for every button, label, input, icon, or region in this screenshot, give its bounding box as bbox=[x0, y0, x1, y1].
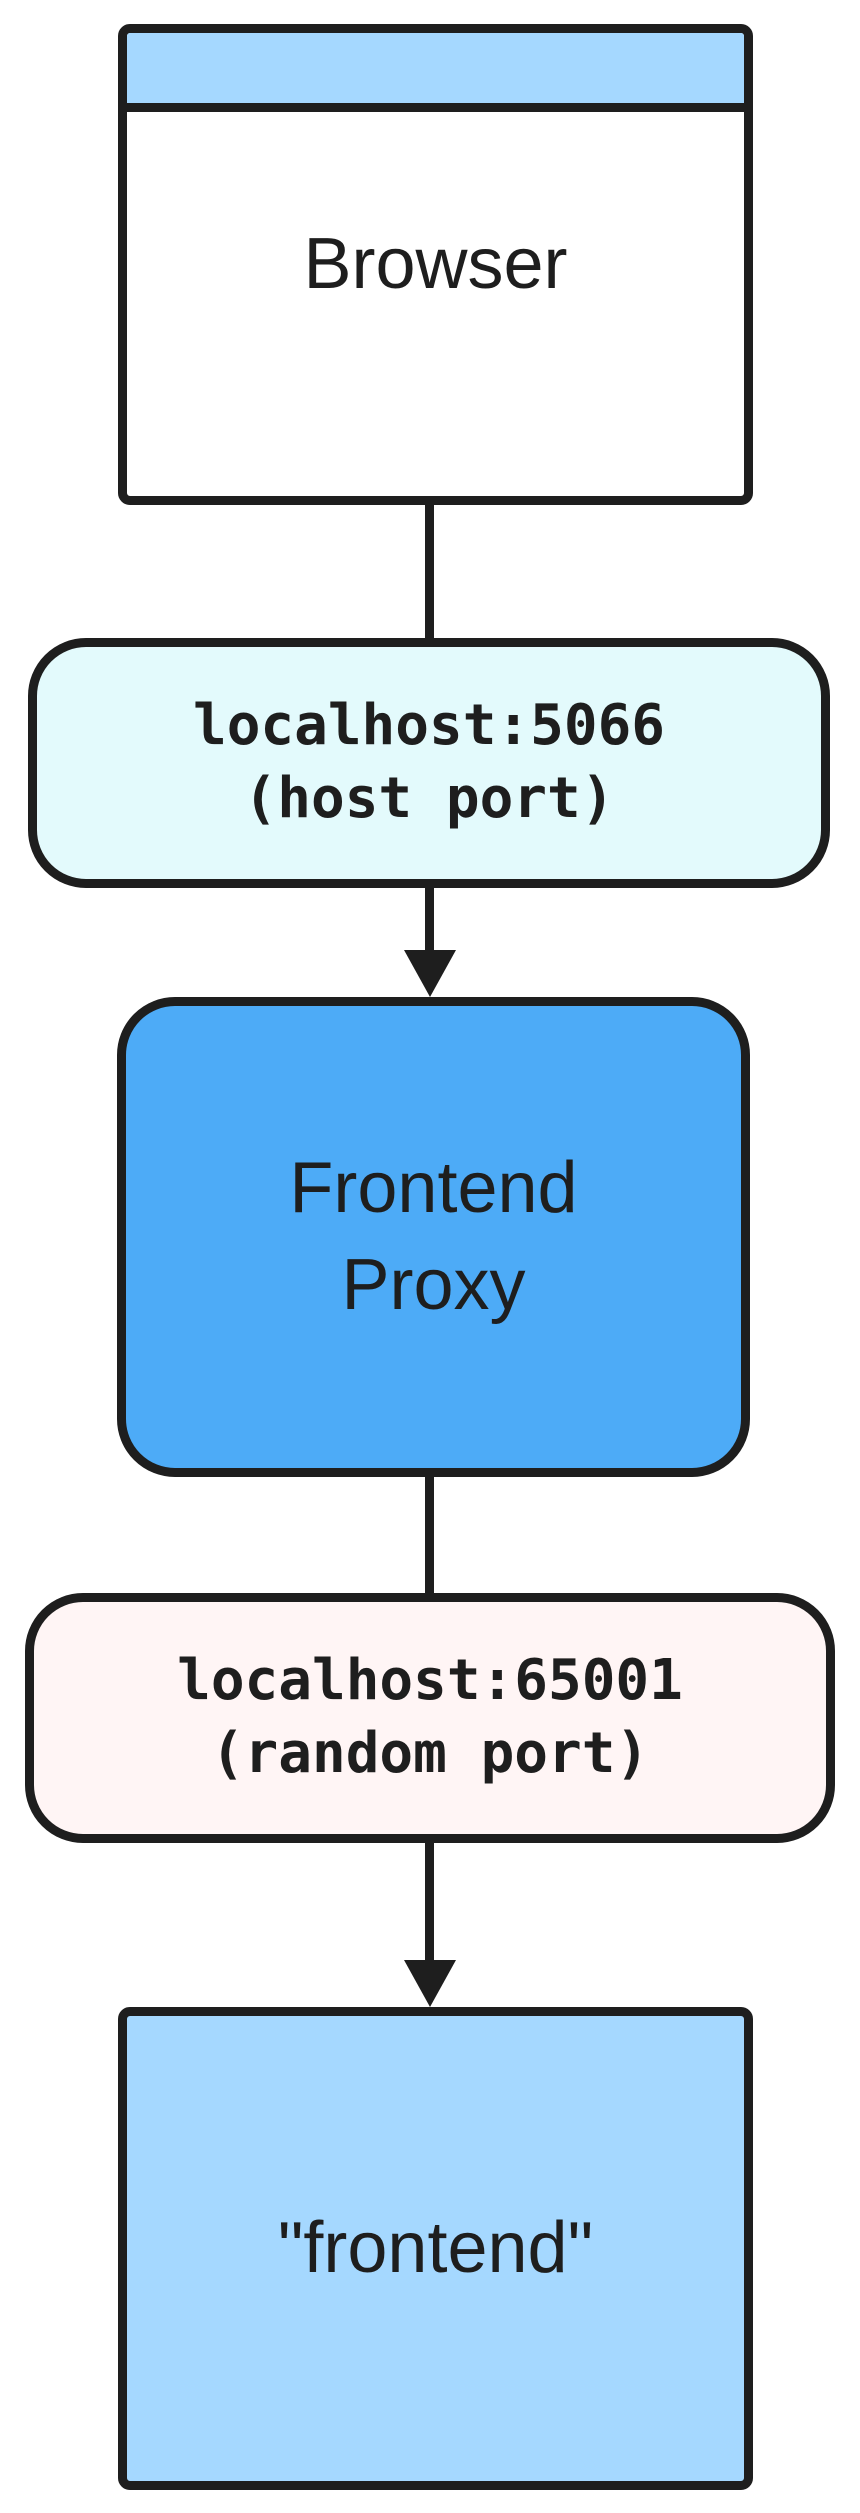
node-browser: Browser bbox=[118, 24, 753, 505]
node-frontend-proxy-label-line1: Frontend bbox=[289, 1147, 578, 1228]
node-frontend: "frontend" bbox=[118, 2007, 753, 2490]
edge-label-host-port-line2: (host port) bbox=[243, 766, 615, 831]
arrow-down-icon bbox=[404, 950, 456, 997]
node-frontend-proxy-label-line2: Proxy bbox=[341, 1245, 526, 1325]
edge-label-host-port-line1: localhost:5066 bbox=[192, 693, 665, 759]
edge-label-random-port: localhost:65001 (random port) bbox=[25, 1593, 835, 1843]
browser-window-titlebar bbox=[127, 33, 744, 112]
node-browser-label: Browser bbox=[303, 223, 568, 304]
node-frontend-proxy: Frontend Proxy bbox=[117, 997, 750, 1477]
node-frontend-label: "frontend" bbox=[277, 2207, 594, 2288]
edge-label-random-port-line1: localhost:65001 bbox=[177, 1648, 683, 1714]
arrow-down-icon bbox=[404, 1960, 456, 2007]
node-frontend-proxy-label: Frontend Proxy bbox=[289, 1140, 577, 1334]
edge-label-random-port-line2: (random port) bbox=[210, 1721, 650, 1786]
edge-label-host-port: localhost:5066 (host port) bbox=[28, 638, 830, 888]
